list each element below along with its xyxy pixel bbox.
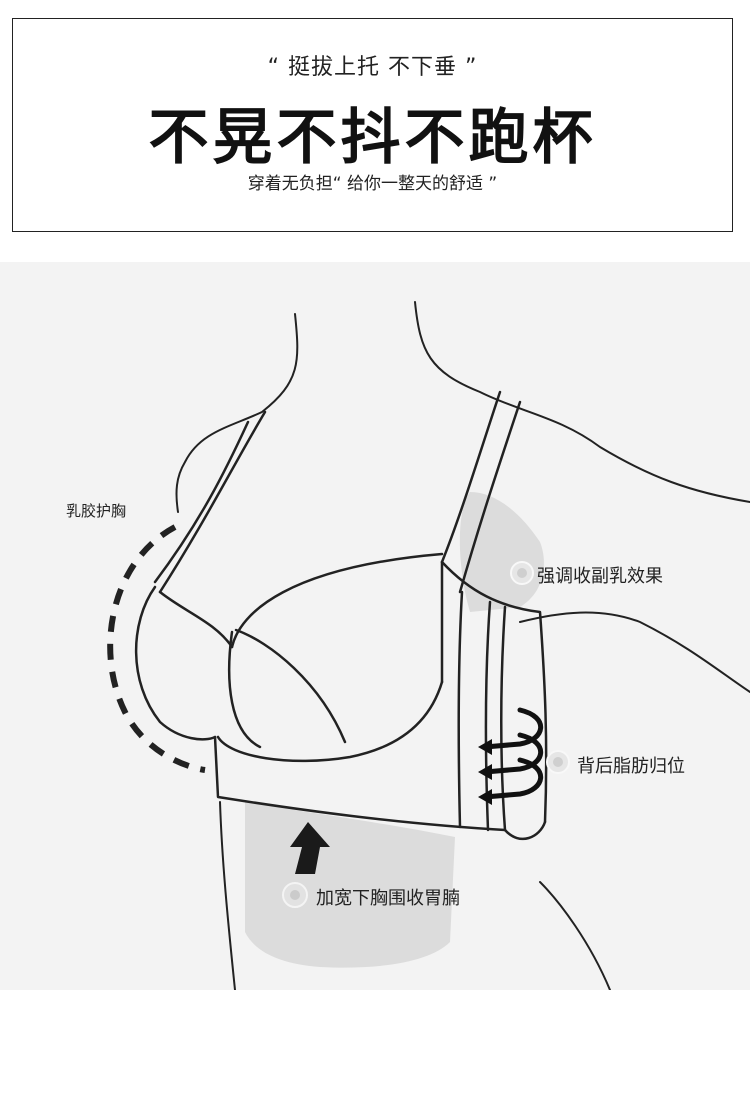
bra-illustration: 乳胶护胸 强调收副乳效果 背后脂肪归位 加宽下胸围收胃腩	[0, 262, 750, 990]
marker-dots	[282, 561, 570, 908]
latex-cup-label: 乳胶护胸	[66, 502, 127, 520]
wide-band-label: 加宽下胸围收胃腩	[316, 888, 460, 909]
circular-arrows	[482, 707, 544, 800]
side-shaping-label: 强调收副乳效果	[537, 566, 663, 587]
arrow-heads	[478, 739, 492, 805]
page-title: 不晃不抖不跑杯	[148, 103, 597, 173]
header-box: “ 挺拔上托 不下垂 ” 不晃不抖不跑杯 穿着无负担“ 给你一整天的舒适 ”	[12, 18, 733, 232]
subtitle: “ 挺拔上托 不下垂 ”	[267, 55, 478, 80]
back-fat-label: 背后脂肪归位	[577, 756, 685, 777]
bra-outline	[134, 390, 548, 841]
bra-drawing	[107, 301, 750, 990]
up-arrow-icon	[290, 822, 330, 874]
body-outline	[175, 301, 750, 990]
latex-dashed-arc	[107, 524, 206, 773]
tagline: 穿着无负担“ 给你一整天的舒适 ”	[247, 174, 498, 194]
